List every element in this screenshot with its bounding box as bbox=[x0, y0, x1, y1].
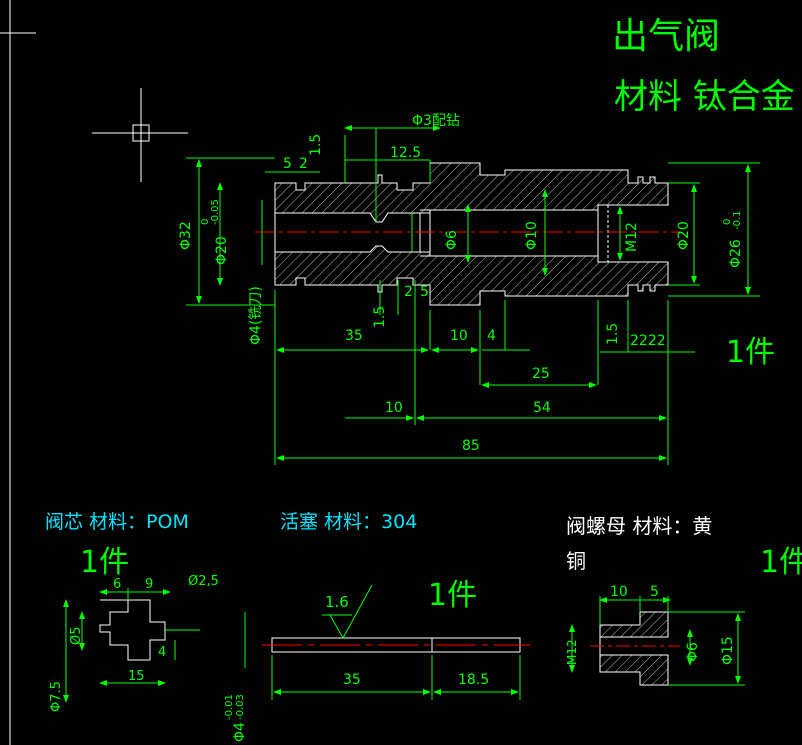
dim-5-low: 5 bbox=[420, 284, 429, 300]
dim-5-top: 5 bbox=[283, 156, 292, 172]
piston-dim-phi4: Φ4 bbox=[232, 722, 248, 742]
nut-dim-10: 10 bbox=[610, 584, 628, 600]
nut-section-lower bbox=[599, 654, 669, 686]
piston-tol-dn: -0.03 bbox=[235, 694, 246, 720]
dim-phi20-right: Φ20 bbox=[676, 221, 692, 250]
dim-25: 25 bbox=[532, 366, 550, 382]
piston-tol-up: -0.01 bbox=[224, 694, 235, 720]
dim-phi26-tol-up: 0 bbox=[722, 219, 733, 225]
core-dim-9: 9 bbox=[145, 577, 153, 592]
dim-2-top: 2 bbox=[299, 156, 308, 172]
nut-quantity: 1件 bbox=[760, 545, 802, 580]
dim-2-low: 2 bbox=[404, 284, 413, 300]
dim-1-5-right: 1.5 bbox=[605, 323, 621, 345]
nut-dim-m12: M12 bbox=[565, 639, 579, 665]
dim-m12: M12 bbox=[624, 222, 640, 252]
valve-core-drawing: 1件 6 9 Ø2,5 Ø5 4 15 Φ7.5 bbox=[49, 545, 219, 712]
nut-drawing: 1件 10 5 M12 Φ6 Φ15 bbox=[565, 545, 802, 686]
valve-core-caption: 阀芯 材料：POM bbox=[45, 511, 189, 533]
piston-caption: 活塞 材料：304 bbox=[280, 511, 417, 533]
core-dim-phi5: Ø5 bbox=[69, 626, 84, 645]
valve-core-outline bbox=[99, 599, 166, 661]
drawing-frame bbox=[0, 0, 36, 745]
main-part-dimension-lines bbox=[186, 125, 760, 465]
core-dim-6: 6 bbox=[113, 577, 121, 592]
main-part-section-upper bbox=[274, 162, 669, 223]
part-title: 出气阀 bbox=[612, 16, 720, 57]
dim-phi10: Φ10 bbox=[524, 221, 540, 250]
dim-phi20-left: Φ20 bbox=[214, 236, 230, 265]
dim-12-5: 12.5 bbox=[390, 145, 421, 161]
part-material: 材料 钛合金 bbox=[614, 77, 795, 117]
dim-phi32: Φ32 bbox=[178, 221, 194, 250]
dim-2222: 2222 bbox=[630, 333, 666, 349]
core-dim-4: 4 bbox=[158, 645, 166, 660]
dim-10-a: 10 bbox=[450, 328, 468, 344]
nut-section-upper bbox=[599, 611, 669, 638]
piston-quantity: 1件 bbox=[428, 578, 477, 613]
valve-core-quantity: 1件 bbox=[80, 545, 129, 580]
nut-dim-phi15: Φ15 bbox=[720, 636, 736, 665]
dim-10-b: 10 bbox=[385, 400, 403, 416]
piston-drawing: 1件 1.6 35 18.5 Φ4 -0.01 -0.03 bbox=[224, 578, 530, 742]
dim-phi20-tol-dn: -0.05 bbox=[210, 199, 221, 225]
nut-dim-5: 5 bbox=[650, 584, 659, 600]
dim-1-5-top: 1.5 bbox=[308, 134, 324, 156]
core-dim-15: 15 bbox=[128, 669, 145, 684]
main-part-drawing: Φ3配钻 12.5 5 2 1.5 Φ32 Φ20 0 -0.05 Φ4(铣刀)… bbox=[178, 113, 775, 465]
dim-4: 4 bbox=[487, 328, 496, 344]
nut-caption-line2: 铜 bbox=[566, 549, 586, 573]
piston-roughness: 1.6 bbox=[325, 593, 349, 611]
dim-phi26: Φ26 bbox=[728, 239, 744, 268]
main-part-quantity: 1件 bbox=[726, 335, 775, 370]
core-dim-phi2-5: Ø2,5 bbox=[188, 574, 219, 589]
nut-dim-phi6: Φ6 bbox=[685, 642, 701, 662]
dim-1-5-low: 1.5 bbox=[372, 306, 388, 328]
core-dim-phi7-5: Φ7.5 bbox=[49, 681, 64, 712]
nut-caption-line1: 阀螺母 材料：黄 bbox=[566, 514, 712, 538]
main-part-bore bbox=[274, 205, 609, 262]
dim-35: 35 bbox=[345, 328, 363, 344]
dim-phi3-drill: Φ3配钻 bbox=[412, 113, 460, 129]
dim-85: 85 bbox=[462, 438, 480, 454]
dim-phi4-mill: Φ4(铣刀) bbox=[248, 286, 264, 345]
piston-dim-18-5: 18.5 bbox=[458, 672, 489, 688]
cad-crosshair-cursor[interactable] bbox=[92, 88, 188, 182]
dim-phi20-tol-up: 0 bbox=[200, 219, 211, 225]
main-part-section-lower bbox=[274, 245, 669, 306]
dim-54: 54 bbox=[533, 400, 551, 416]
piston-dim-35: 35 bbox=[343, 672, 361, 688]
dim-phi26-tol-dn: -0.1 bbox=[732, 210, 743, 230]
dim-phi6: Φ6 bbox=[444, 230, 460, 250]
